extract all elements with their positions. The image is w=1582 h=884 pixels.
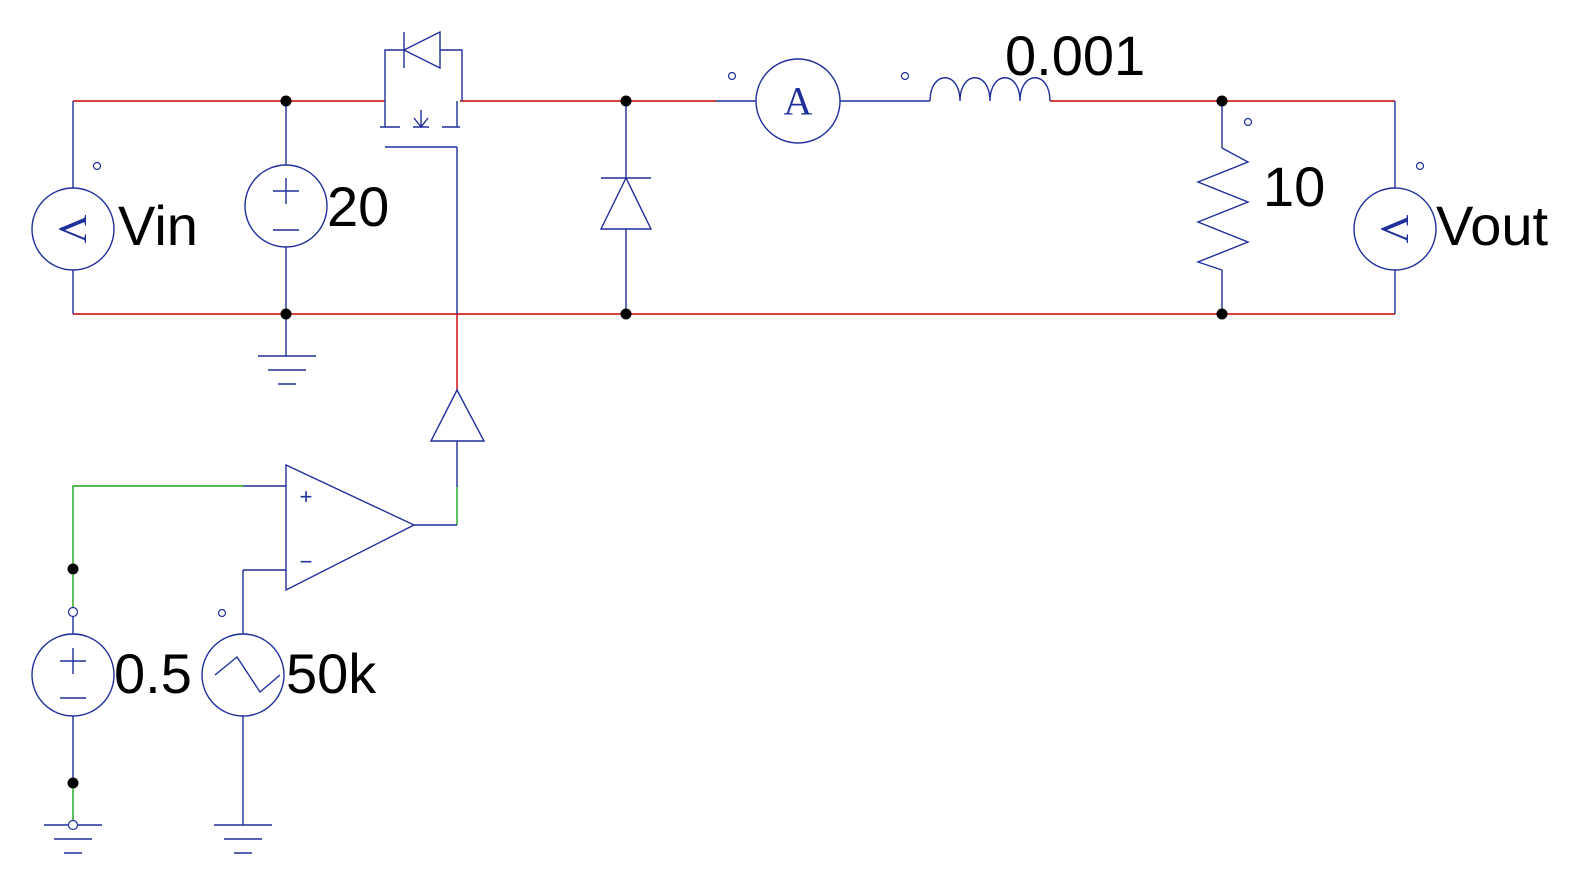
- comparator-plus-sign: +: [300, 484, 313, 509]
- gate-driver-triangle: [429, 388, 486, 442]
- triangle-wave-icon: [214, 655, 281, 694]
- dc-source-ref: [31, 563, 115, 820]
- dc-source-ref-body: [31, 633, 115, 717]
- dc-source-value: 20: [327, 175, 389, 238]
- triangle-source-polarity-dot: [217, 608, 227, 618]
- voltmeter-vin-polarity-dot: [92, 161, 102, 171]
- node-top-diode: [620, 95, 632, 107]
- node-bottom-resistor: [1216, 308, 1228, 320]
- resistor: [1195, 101, 1253, 314]
- mosfet-switch: [380, 30, 463, 148]
- resistor-zigzag: [1195, 147, 1250, 271]
- ammeter-body: [755, 58, 841, 144]
- inductor: [900, 71, 1051, 102]
- triangle-source-body: [201, 633, 285, 717]
- inductor-polarity-dot: [900, 71, 910, 81]
- body-diode-triangle: [402, 30, 441, 70]
- inductor-value: 0.001: [1005, 24, 1145, 87]
- freewheel-diode-triangle: [599, 176, 653, 230]
- mosfet-body-arrow: [413, 110, 429, 129]
- node-ref-bottom: [67, 777, 79, 789]
- voltmeter-vout-polarity-dot: [1415, 161, 1425, 171]
- node-top-source: [280, 95, 292, 107]
- voltmeter-vin: V: [31, 101, 115, 314]
- voltmeter-vin-body: [31, 187, 115, 271]
- node-ref-top: [67, 563, 79, 575]
- power-nodes: [280, 95, 1228, 320]
- vin-label: Vin: [118, 194, 198, 257]
- inductor-coil: [929, 77, 1051, 102]
- voltmeter-vout-symbol: V: [1373, 215, 1418, 244]
- vout-label: Vout: [1436, 194, 1549, 257]
- dc-source-20-body: [244, 164, 328, 248]
- voltmeter-vout: V: [1353, 101, 1437, 314]
- dc-source-ref-plus-sign: [60, 648, 86, 674]
- dc-ref-value: 0.5: [114, 642, 192, 705]
- control-wire-plus: [72, 485, 243, 569]
- ammeter: A: [716, 58, 930, 144]
- triangle-source-value: 50k: [286, 642, 377, 705]
- node-bottom-diode: [620, 308, 632, 320]
- node-top-resistor: [1216, 95, 1228, 107]
- dc-source-20-plus-sign: [273, 178, 299, 204]
- triangle-source: [201, 570, 285, 825]
- power-wires: [73, 100, 1395, 390]
- ammeter-symbol: A: [784, 79, 813, 124]
- ground-symbol-main: [258, 314, 316, 385]
- voltmeter-vout-body: [1353, 187, 1437, 271]
- gate-driver-buffer: [429, 388, 486, 487]
- voltmeter-vin-symbol: V: [51, 215, 96, 244]
- comparator-body: [285, 463, 416, 592]
- comparator-minus-sign: −: [300, 549, 313, 574]
- node-bottom-source: [280, 308, 292, 320]
- freewheel-diode: [599, 101, 653, 314]
- resistor-value: 10: [1263, 155, 1325, 218]
- ammeter-polarity-dot: [727, 71, 737, 81]
- dc-source-20: [244, 101, 328, 314]
- comparator: + −: [243, 463, 457, 592]
- ground-symbol-ref: [44, 819, 102, 854]
- ref-source-pin: [67, 606, 79, 618]
- ground-symbol-triangle: [214, 824, 272, 854]
- resistor-polarity-dot: [1243, 117, 1253, 127]
- ground-ref-pin: [67, 819, 79, 831]
